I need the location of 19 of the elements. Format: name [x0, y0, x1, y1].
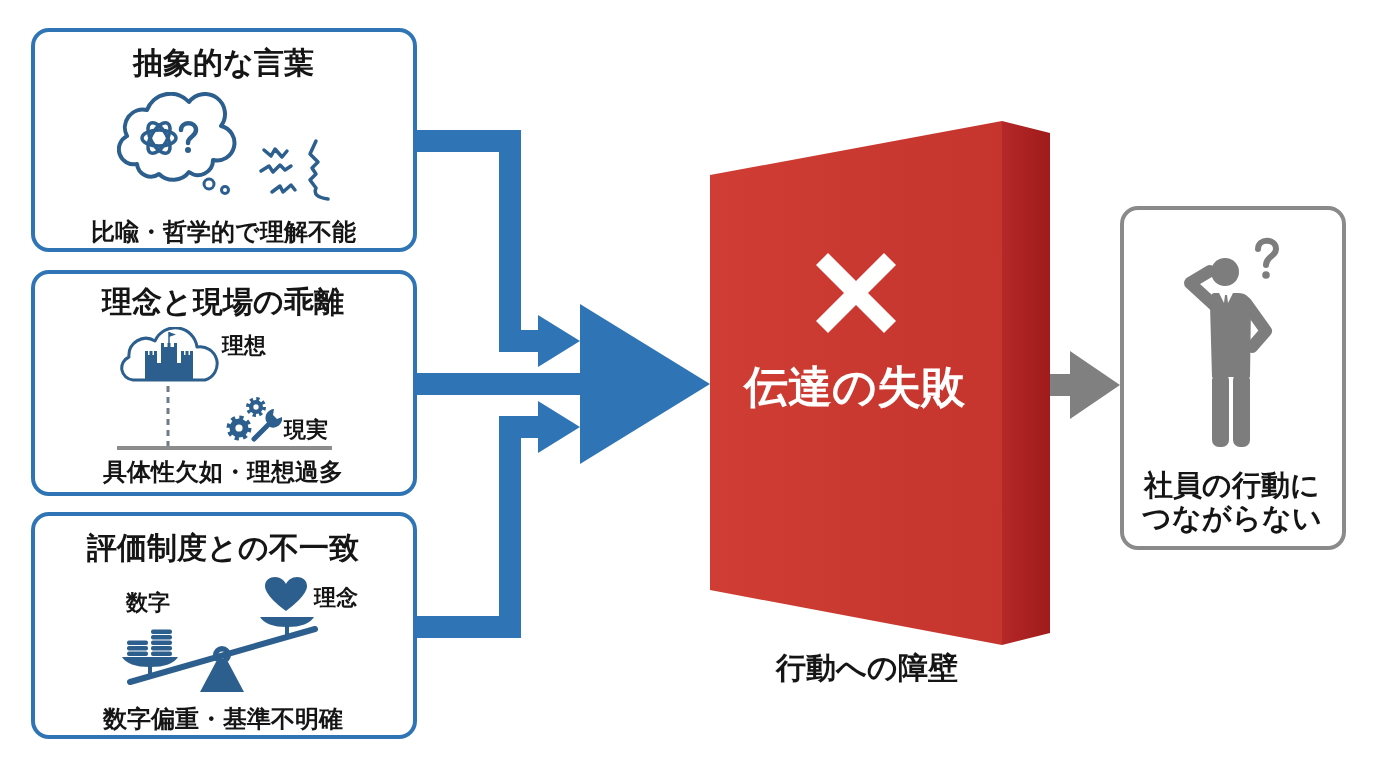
arrow: [417, 401, 580, 638]
box-caption: 比喩・哲学的で理解不能: [90, 219, 356, 247]
icon-label: 理想: [222, 333, 266, 359]
wall-caption: 行動への障壁: [776, 650, 958, 686]
box-caption: 数字偏重・基準不明確: [103, 706, 343, 734]
arrow: [1050, 351, 1120, 419]
cause-box: [31, 28, 417, 252]
result-text: 社員の行動につながらない: [1141, 468, 1323, 536]
wall-text: 伝達の失敗: [743, 361, 965, 413]
box-caption: 具体性欠如・理想過多: [103, 459, 343, 487]
icon-label: 数字: [126, 590, 170, 616]
cause-box: [31, 512, 417, 739]
icon-label: 理念: [314, 585, 358, 611]
icon-label: 現実: [284, 417, 328, 443]
box-title: 抽象的な言葉: [132, 45, 314, 81]
result-box: [1120, 206, 1346, 550]
cause-box: [31, 270, 417, 496]
box-title: 評価制度との不一致: [87, 530, 359, 566]
box-title: 理念と現場の乖離: [102, 284, 344, 320]
